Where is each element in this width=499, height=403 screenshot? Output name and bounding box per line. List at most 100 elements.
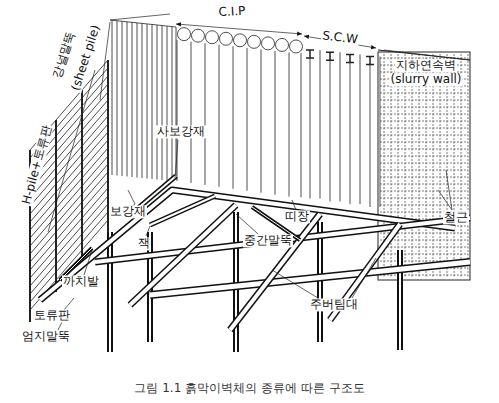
scw-h-beam <box>366 57 374 65</box>
part-label: H-pile+토류판 <box>20 123 54 207</box>
rebar <box>380 149 468 150</box>
scw-line <box>320 50 321 199</box>
cip-line <box>191 42 192 183</box>
figure-caption: 그림 1.1 흙막이벽체의 종류에 따른 구조도 <box>0 380 499 397</box>
rebar <box>380 198 468 199</box>
steel-beam-core <box>230 214 320 330</box>
sheet-pile <box>147 24 148 178</box>
sheet-pile <box>127 22 128 177</box>
rebar <box>468 54 469 278</box>
part-label: 사보강재 <box>156 125 206 138</box>
scw-line <box>310 58 311 199</box>
steel-beam <box>130 205 236 305</box>
part-label: 지하연속벽 <box>395 59 457 72</box>
rebar <box>380 93 468 94</box>
post-core <box>235 212 237 352</box>
rebar <box>454 54 455 278</box>
sheet-pile <box>122 21 123 176</box>
rebar <box>380 163 468 164</box>
scw-line <box>350 62 351 204</box>
rebar <box>380 135 468 136</box>
post-core <box>399 250 401 350</box>
cip-line <box>247 48 248 191</box>
sheet-pile <box>137 23 138 178</box>
cip-pile <box>276 38 289 51</box>
sheet-pile <box>112 20 113 175</box>
cip-line <box>289 52 290 196</box>
part-label: S.C.W <box>321 29 360 47</box>
cip-pile <box>248 35 261 48</box>
post-core <box>319 222 321 342</box>
scw-line <box>330 60 331 201</box>
steel-beam-core <box>150 262 470 295</box>
rebar <box>380 177 468 178</box>
cip-line <box>275 51 276 195</box>
sheet-pile <box>152 25 153 179</box>
part-label: 엄지말뚝 <box>21 330 71 343</box>
sheet-pile <box>142 24 143 178</box>
rebar <box>380 191 468 192</box>
cip-pile <box>234 34 247 47</box>
steel-beam <box>150 196 215 225</box>
part-label: 잭 <box>137 237 151 250</box>
rebar <box>380 156 468 157</box>
rebar <box>419 54 420 278</box>
scw-h-beam <box>326 52 334 60</box>
cip-pile <box>192 29 205 42</box>
steel-beam <box>230 214 320 330</box>
part-label: 중간말뚝 <box>243 234 293 247</box>
rebar <box>380 114 468 115</box>
scw-h-beam <box>346 54 354 62</box>
part-label: 까치발 <box>62 275 100 288</box>
rebar <box>380 184 468 185</box>
cip-pile <box>290 40 303 53</box>
part-label: 보강재 <box>109 205 147 218</box>
rebar <box>380 170 468 171</box>
part-label: 철근 <box>443 211 469 224</box>
rebar <box>447 54 448 278</box>
sheet-pile <box>132 22 133 177</box>
steel-beam-core <box>130 205 236 305</box>
sheet-pile <box>167 26 168 180</box>
rebar <box>380 254 468 255</box>
cip-line <box>301 53 302 197</box>
lagging-board <box>30 196 108 286</box>
slurry-wall <box>378 52 470 280</box>
cip-line <box>261 49 262 192</box>
cip-line <box>233 46 234 189</box>
sheet-pile <box>157 25 158 179</box>
post <box>107 232 113 352</box>
rebar <box>380 142 468 143</box>
cip-line <box>219 45 220 187</box>
cip-pile <box>262 37 275 50</box>
post-core <box>109 232 111 352</box>
rebar <box>380 100 468 101</box>
sheet-pile <box>162 26 163 180</box>
sheet-pile-edge <box>110 20 176 180</box>
rebar <box>380 240 468 241</box>
cip-pile <box>220 32 233 45</box>
rebar <box>380 205 468 206</box>
rebar <box>380 247 468 248</box>
scw-line <box>360 54 361 204</box>
cip-line <box>205 43 206 185</box>
rebar <box>380 107 468 108</box>
rebar <box>398 54 399 278</box>
rebar <box>426 54 427 278</box>
scw-line <box>340 52 341 201</box>
rebar <box>412 54 413 278</box>
rebar <box>380 275 468 276</box>
part-label: 띠장 <box>284 210 310 223</box>
sheet-pile <box>117 21 118 176</box>
part-label: 토류판 <box>33 309 71 322</box>
rebar <box>391 54 392 278</box>
cip-pile <box>178 28 191 41</box>
scw-h-beam <box>306 50 314 58</box>
part-label: (slurry wall) <box>390 73 463 86</box>
steel-beam-core <box>150 196 215 225</box>
rebar <box>380 121 468 122</box>
rebar <box>405 54 406 278</box>
part-label: C.I.P <box>217 5 246 20</box>
rebar <box>461 54 462 278</box>
